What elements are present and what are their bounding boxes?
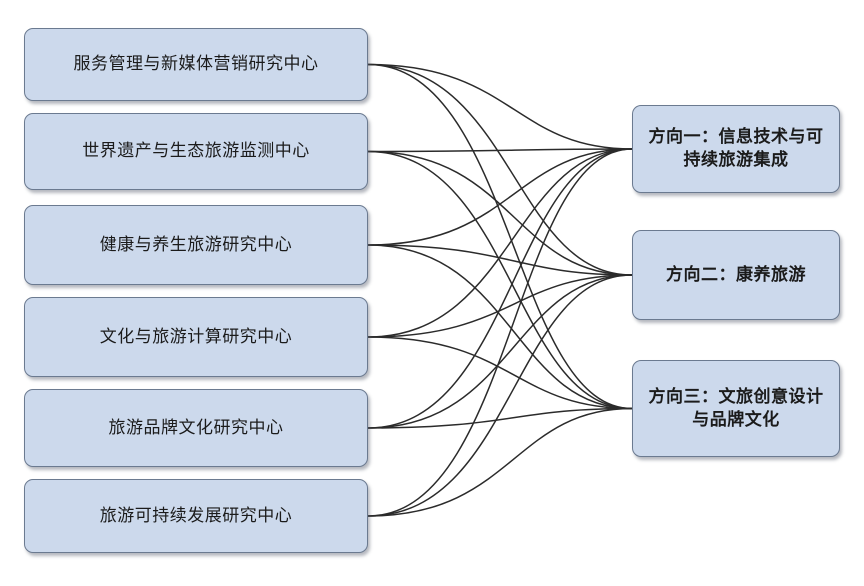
edge-c1-d2 [367,63,633,276]
edge-c2-d3 [367,150,633,410]
center-node-2-label: 世界遗产与生态旅游监测中心 [82,141,310,162]
edge-c1-d1 [367,63,633,150]
edge-c6-d2 [367,274,633,517]
center-node-4-label: 文化与旅游计算研究中心 [99,326,293,347]
edge-c4-d2 [367,274,633,338]
edge-c4-d3 [367,336,633,410]
center-node-6[interactable]: 旅游可持续发展研究中心 [24,479,368,553]
center-node-3-label: 健康与养生旅游研究中心 [99,234,293,255]
center-node-4[interactable]: 文化与旅游计算研究中心 [24,297,368,377]
direction-node-3-label: 方向三：文旅创意设计 与品牌文化 [648,386,824,430]
direction-node-2[interactable]: 方向二：康养旅游 [632,230,840,320]
direction-node-3[interactable]: 方向三：文旅创意设计 与品牌文化 [632,360,840,457]
center-node-1[interactable]: 服务管理与新媒体营销研究中心 [24,28,368,101]
edge-c5-d1 [367,148,633,429]
center-node-3[interactable]: 健康与养生旅游研究中心 [24,205,368,285]
edge-c5-d3 [367,407,633,429]
edge-c2-d1 [367,148,633,153]
edge-c6-d1 [367,148,633,517]
center-node-5-label: 旅游品牌文化研究中心 [108,417,284,438]
direction-node-1-label: 方向一：信息技术与可 持续旅游集成 [648,127,824,170]
center-node-1-label: 服务管理与新媒体营销研究中心 [73,54,319,75]
edge-c3-d3 [367,244,633,410]
edge-c2-d2 [367,150,633,276]
edge-c3-d2 [367,244,633,276]
edge-c4-d1 [367,148,633,338]
direction-node-1[interactable]: 方向一：信息技术与可 持续旅游集成 [632,105,840,193]
direction-node-2-label: 方向二：康养旅游 [666,264,806,285]
center-node-6-label: 旅游可持续发展研究中心 [99,505,293,526]
edge-c6-d3 [367,407,633,517]
edge-c3-d1 [367,148,633,246]
edge-c1-d3 [367,63,633,410]
edge-c5-d2 [367,274,633,429]
center-node-2[interactable]: 世界遗产与生态旅游监测中心 [24,113,368,190]
center-node-5[interactable]: 旅游品牌文化研究中心 [24,389,368,467]
